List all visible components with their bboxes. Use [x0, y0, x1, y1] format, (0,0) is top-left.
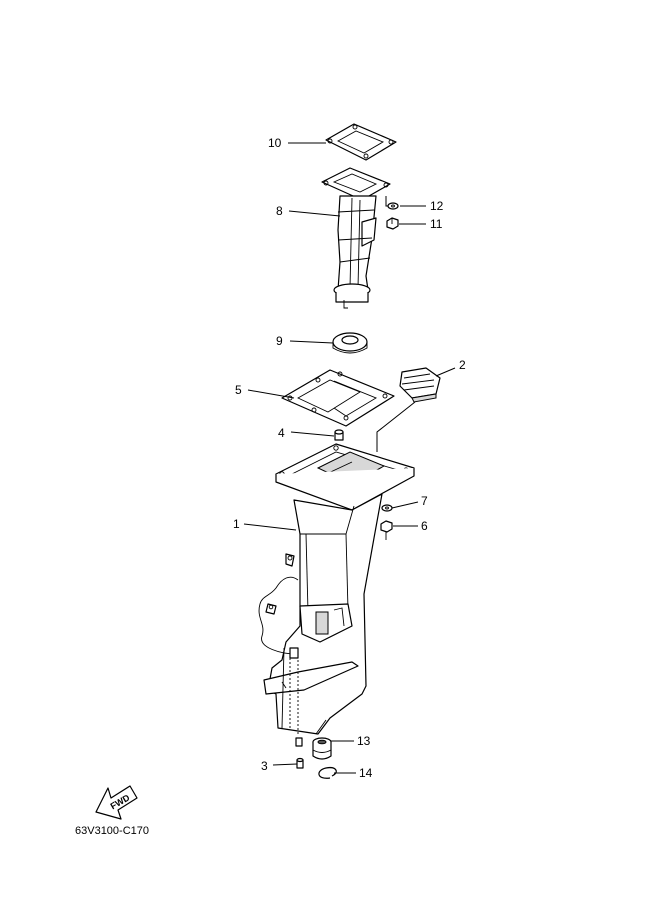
callout-1: 1 [233, 517, 240, 531]
part-1-wire-lead [258, 553, 303, 747]
callout-12: 12 [430, 199, 444, 213]
callout-6: 6 [421, 519, 428, 533]
callout-labels: 10 8 12 11 9 2 5 4 7 1 6 13 3 14 [233, 136, 466, 780]
part-8-exhaust-guide [321, 167, 391, 309]
part-5-gasket [281, 369, 395, 427]
part-12-washer [387, 202, 399, 210]
part-14-circlip [318, 767, 337, 779]
part-10-gasket [325, 123, 397, 161]
diagram-code: 63V3100-C170 [75, 825, 149, 837]
callout-10: 10 [268, 136, 282, 150]
fwd-arrow-icon: FWD [95, 785, 138, 820]
part-3-screw [296, 757, 304, 769]
callout-3: 3 [261, 759, 268, 773]
part-9-seal [332, 332, 368, 354]
part-6-bolt [380, 520, 393, 540]
part-13-grommet [312, 737, 332, 760]
part-2-damper [399, 367, 441, 403]
callout-2: 2 [459, 358, 466, 372]
part-11-bolt [386, 217, 399, 230]
callout-7: 7 [421, 494, 428, 508]
callout-9: 9 [276, 334, 283, 348]
callout-11: 11 [430, 217, 443, 231]
callout-4: 4 [278, 426, 285, 440]
callout-8: 8 [276, 204, 283, 218]
leader-lines [243, 142, 456, 774]
callout-13: 13 [357, 734, 371, 748]
callout-5: 5 [235, 383, 242, 397]
part-4-dowel [334, 429, 344, 441]
part-1-upper-casing [263, 443, 415, 735]
part-7-washer [381, 504, 393, 512]
callout-14: 14 [359, 766, 373, 780]
